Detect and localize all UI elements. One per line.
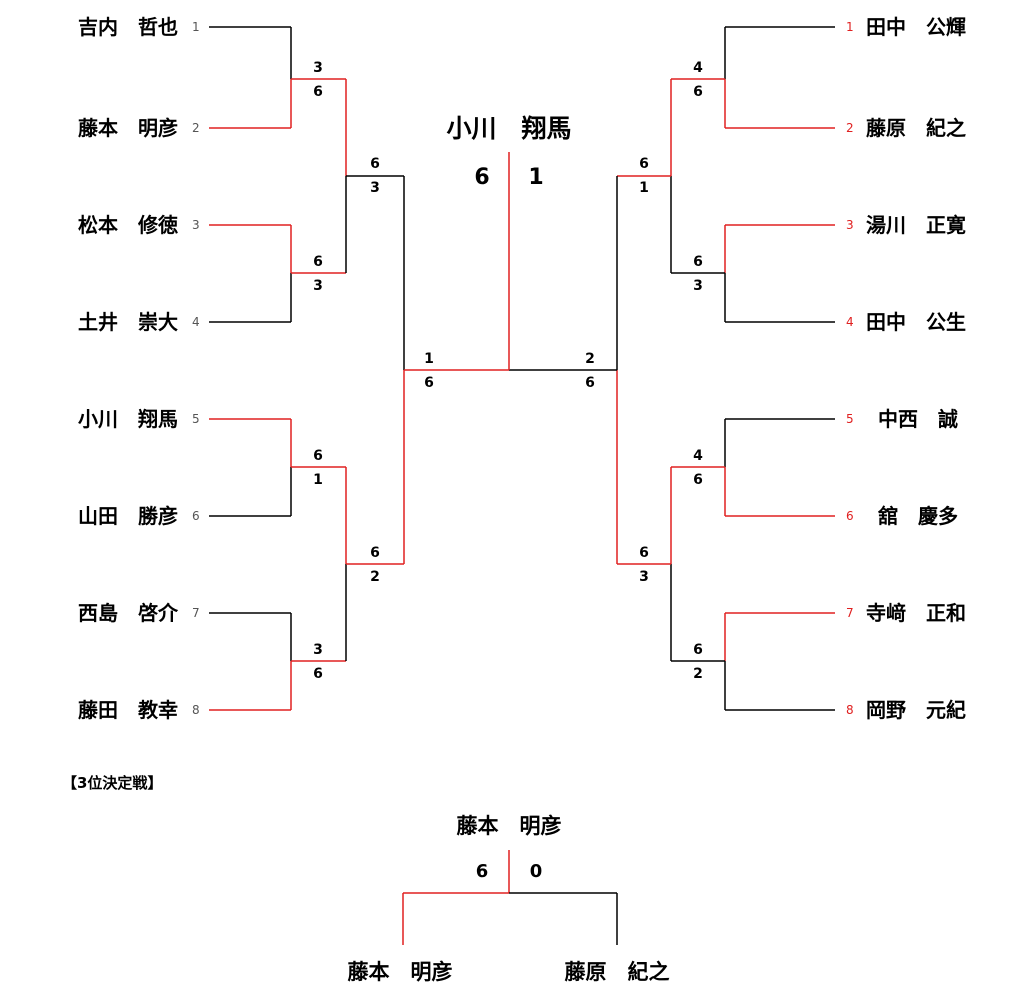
right-r2-m2-top-score: 6 — [639, 545, 649, 561]
third-place-right-player: 藤原 紀之 — [564, 960, 670, 984]
left-player-6-name: 山田 勝彦 — [78, 504, 178, 528]
third-place-right-score: 0 — [530, 861, 543, 882]
right-r1-m1-bottom-score: 6 — [693, 84, 703, 100]
left-r2-m2-top-score: 6 — [370, 545, 380, 561]
left-player-5-name: 小川 翔馬 — [78, 407, 178, 431]
left-player-8-name: 藤田 教幸 — [77, 698, 178, 722]
right-seed-1: 1 — [846, 20, 854, 34]
right-player-5-name: 中西 誠 — [878, 407, 958, 431]
left-r1-m4-bottom-score: 6 — [313, 666, 323, 682]
right-r1-m1-top-score: 4 — [693, 60, 703, 76]
left-seed-4: 4 — [192, 315, 200, 329]
right-r2-m1-top-score: 6 — [639, 156, 649, 172]
right-seed-2: 2 — [846, 121, 854, 135]
right-seed-6: 6 — [846, 509, 854, 523]
right-player-1-name: 田中 公輝 — [866, 15, 966, 39]
right-r2-m2-bottom-score: 3 — [639, 569, 649, 585]
right-r1-m4-top-score: 6 — [693, 642, 703, 658]
right-r1-m3-bottom-score: 6 — [693, 472, 703, 488]
left-r1-m3-bottom-score: 1 — [313, 472, 323, 488]
left-r1-m2-top-score: 6 — [313, 254, 323, 270]
right-seed-3: 3 — [846, 218, 854, 232]
left-r1-m1-top-score: 3 — [313, 60, 323, 76]
left-seed-5: 5 — [192, 412, 200, 426]
right-player-6-name: 舘 慶多 — [877, 504, 958, 528]
third-place-left-player: 藤本 明彦 — [347, 960, 453, 984]
right-seed-8: 8 — [846, 703, 854, 717]
champion-name: 小川 翔馬 — [446, 114, 571, 143]
third-place-left-score: 6 — [476, 861, 489, 882]
right-r1-m2-bottom-score: 3 — [693, 278, 703, 294]
right-player-3-name: 湯川 正寛 — [866, 213, 966, 237]
left-player-1-name: 吉内 哲也 — [78, 15, 178, 39]
right-r2-m1-bottom-score: 1 — [639, 180, 649, 196]
left-seed-2: 2 — [192, 121, 200, 135]
left-r1-m1-bottom-score: 6 — [313, 84, 323, 100]
right-seed-7: 7 — [846, 606, 854, 620]
left-r1-m2-bottom-score: 3 — [313, 278, 323, 294]
left-player-4-name: 土井 崇大 — [78, 310, 178, 334]
left-seed-6: 6 — [192, 509, 200, 523]
right-player-4-name: 田中 公生 — [866, 310, 966, 334]
left-semi-top-score: 1 — [424, 351, 434, 367]
left-player-2-name: 藤本 明彦 — [77, 116, 178, 140]
right-player-2-name: 藤原 紀之 — [865, 116, 966, 140]
right-seed-4: 4 — [846, 315, 854, 329]
third-place-winner-name: 藤本 明彦 — [456, 814, 562, 838]
left-seed-7: 7 — [192, 606, 200, 620]
left-player-3-name: 松本 修徳 — [78, 213, 178, 237]
left-seed-3: 3 — [192, 218, 200, 232]
bracket-lines — [209, 26, 835, 945]
right-r1-m4-bottom-score: 2 — [693, 666, 703, 682]
left-seed-1: 1 — [192, 20, 200, 34]
right-semi-bottom-score: 6 — [585, 375, 595, 391]
left-player-7-name: 西島 啓介 — [78, 601, 179, 625]
right-player-7-name: 寺﨑 正和 — [866, 601, 966, 625]
left-r2-m2-bottom-score: 2 — [370, 569, 380, 585]
right-r1-m3-top-score: 4 — [693, 448, 703, 464]
left-r2-m1-bottom-score: 3 — [370, 180, 380, 196]
left-r2-m1-top-score: 6 — [370, 156, 380, 172]
right-semi-top-score: 2 — [585, 351, 595, 367]
right-seed-5: 5 — [846, 412, 854, 426]
left-semi-bottom-score: 6 — [424, 375, 434, 391]
left-seed-8: 8 — [192, 703, 200, 717]
right-r1-m2-top-score: 6 — [693, 254, 703, 270]
right-player-8-name: 岡野 元紀 — [866, 698, 966, 722]
left-r1-m4-top-score: 3 — [313, 642, 323, 658]
final-left-score: 6 — [474, 165, 489, 190]
final-right-score: 1 — [528, 165, 543, 190]
left-r1-m3-top-score: 6 — [313, 448, 323, 464]
third-place-heading: 【3位決定戦】 — [62, 774, 162, 792]
